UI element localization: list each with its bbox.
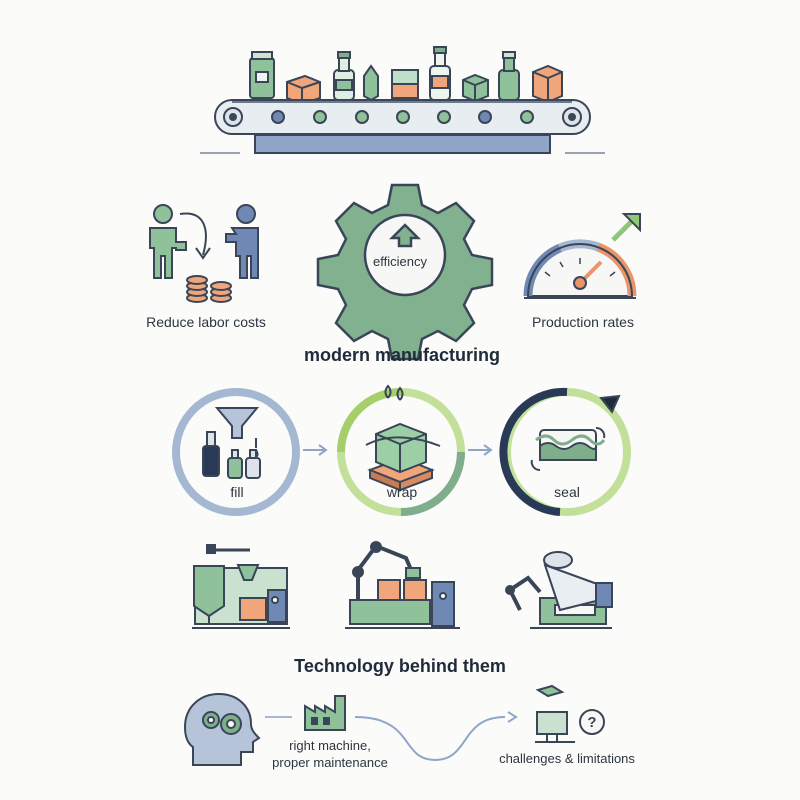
belt-base [254,134,551,154]
factory-icon [304,695,346,731]
efficiency-gear-icon [316,183,494,361]
worker-green-icon [149,204,187,279]
process-label-fill: fill [230,484,244,500]
arrow-wrap-to-seal-icon [468,444,493,456]
worker-blue-icon [225,204,259,279]
machine-label-line1: right machine, [289,738,371,753]
box-warning-icon: ? [535,684,605,743]
production-speedometer-icon [523,213,641,299]
conveyor-belt-illustration [200,46,605,154]
arrow-fill-to-wrap-icon [303,444,328,456]
robot-arm-machine-illustration [345,541,460,629]
process-label-seal: seal [554,484,580,500]
flow-arrow-icon [507,711,518,723]
head-gears-icon [183,692,261,766]
sealing-machine-illustration [505,551,613,629]
process-label-wrap: wrap [386,484,418,500]
conveyor-products [249,46,563,106]
labor-costs-label: Reduce labor costs [146,314,266,330]
flow-curve [354,716,506,762]
filling-machine-illustration [192,544,290,629]
section-heading-manufacturing: modern manufacturing [303,345,501,365]
belt-rollers [223,107,582,127]
labor-costs-illustration [149,204,259,303]
efficiency-label: efficiency [373,254,427,269]
section-heading-technology: Technology behind them [294,656,506,676]
transfer-arrow-icon [179,212,211,260]
coins-icon [186,275,232,303]
production-rates-label: Production rates [532,314,634,330]
trend-arrow-icon [611,213,641,242]
challenges-label: challenges & limitations [499,751,635,766]
process-seal-icon [499,387,631,516]
machine-label-line2: proper maintenance [272,755,388,770]
up-arrow-icon [388,223,422,248]
svg-text:?: ? [587,714,596,731]
process-fill-icon [172,388,300,516]
process-wrap-icon [337,384,465,516]
